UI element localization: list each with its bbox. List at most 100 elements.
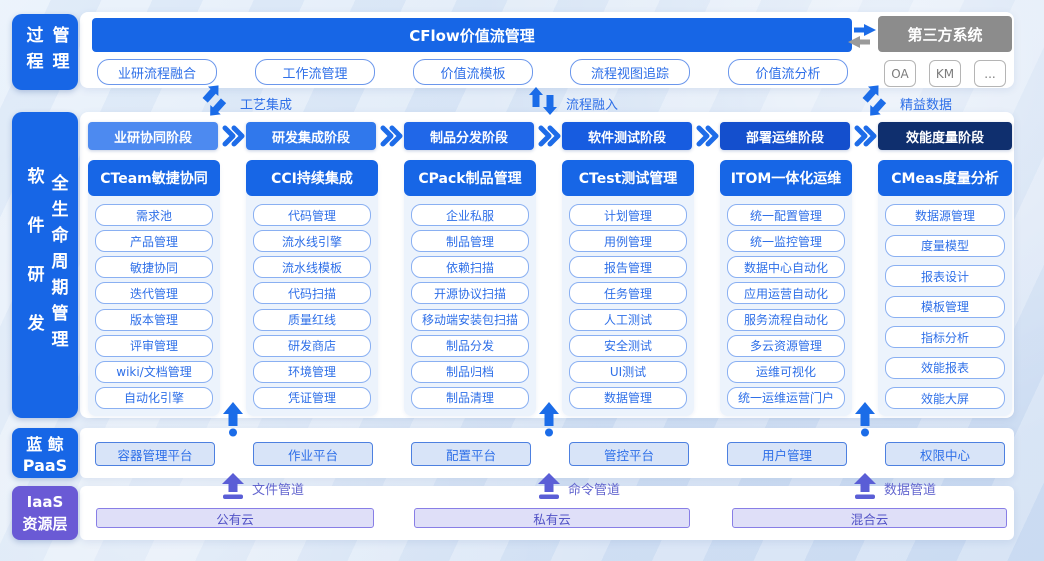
stage-testing: 软件测试阶段 [562,122,692,150]
lean-data-label: 精益数据 [900,98,953,113]
stage-measurement: 效能度量阶段 [878,122,1012,150]
stage-distribution: 制品分发阶段 [404,122,534,150]
column-header: CCI持续集成 [246,160,378,196]
software-lifecycle-label: 软件研发 全生命周期管理 [12,112,78,418]
module-box: 制品清理 [411,386,529,409]
stage-operations: 部署运维阶段 [720,122,850,150]
third-party-km: KM [929,60,961,87]
module-box: 应用运营自动化 [727,282,845,305]
column-cmeas: CMeas度量分析 数据源管理 度量模型 报表设计 模板管理 指标分析 效能报表… [878,160,1012,416]
top-chip-5: 价值流分析 [728,59,848,85]
module-box: 开源协议扫描 [411,282,529,305]
module-box: 数据源管理 [885,204,1005,226]
module-box: 敏捷协同 [95,256,213,279]
process-merge-label: 流程融入 [566,98,619,113]
craft-integration-arrow-icon [190,79,235,124]
paas-chip-config: 配置平台 [411,442,531,466]
lifecycle-label-col2: 全生命周期管理 [47,174,68,356]
pipe-label-file: 文件管道 [252,483,305,498]
column-items: 数据源管理 度量模型 报表设计 模板管理 指标分析 效能报表 效能大屏 [885,204,1005,409]
pipe-label-data: 数据管道 [884,483,937,498]
module-box: 凭证管理 [253,386,371,409]
lifecycle-panel [80,112,1014,418]
module-box: 报告管理 [569,256,687,279]
column-cteam: CTeam敏捷协同 需求池 产品管理 敏捷协同 迭代管理 版本管理 评审管理 w… [88,160,220,416]
process-label-col1: 过程 [22,26,43,78]
module-box: 需求池 [95,204,213,226]
module-box: 效能报表 [885,356,1005,379]
module-box: 制品分发 [411,334,529,357]
column-header: CPack制品管理 [404,160,536,196]
pipe-label-command: 命令管道 [568,483,621,498]
paas-label-line2: PaaS [22,456,68,475]
process-label-col2: 管理 [48,26,69,78]
module-box: 任务管理 [569,282,687,305]
paas-label-line1: 蓝 鲸 [26,435,64,454]
stage-chevron-icon [221,124,245,152]
column-items: 企业私服 制品管理 依赖扫描 开源协议扫描 移动端安装包扫描 制品分发 制品归档… [411,204,529,409]
module-box: 数据管理 [569,386,687,409]
column-header: CTeam敏捷协同 [88,160,220,196]
module-box: 依赖扫描 [411,256,529,279]
up-arrow-icon [539,402,559,442]
iaas-layer-label: IaaS 资源层 [12,486,78,540]
column-itom: ITOM一体化运维 统一配置管理 统一监控管理 数据中心自动化 应用运营自动化 … [720,160,852,416]
module-box: 多云资源管理 [727,334,845,357]
module-box: 人工测试 [569,308,687,331]
stage-chevron-icon [695,124,719,152]
third-party-oa: OA [884,60,916,87]
third-party-header: 第三方系统 [878,16,1012,52]
column-header: CMeas度量分析 [878,160,1012,196]
module-box: UI测试 [569,360,687,383]
column-cci: CCI持续集成 代码管理 流水线引擎 流水线模板 代码扫描 质量红线 研发商店 … [246,160,378,416]
iaas-label-line2: 资源层 [22,514,68,533]
module-box: 度量模型 [885,234,1005,257]
module-box: 研发商店 [253,334,371,357]
top-chip-3: 价值流模板 [413,59,533,85]
module-box: 统一运维运营门户 [727,386,845,409]
module-box: 代码扫描 [253,282,371,305]
up-arrow-icon [223,402,243,442]
cflow-banner: CFlow价值流管理 [92,18,852,52]
paas-chip-container: 容器管理平台 [95,442,215,466]
third-party-more: ... [974,60,1006,87]
iaas-label-line1: IaaS [26,492,64,511]
module-box: 报表设计 [885,265,1005,287]
lifecycle-label-col1: 软件研发 [23,167,44,363]
process-merge-arrow-icon [528,86,558,120]
column-items: 代码管理 流水线引擎 流水线模板 代码扫描 质量红线 研发商店 环境管理 凭证管… [253,204,371,409]
column-items: 需求池 产品管理 敏捷协同 迭代管理 版本管理 评审管理 wiki/文档管理 自… [95,204,213,409]
cloud-private: 私有云 [414,508,690,528]
pipe-arrow-icon [536,473,562,504]
column-items: 统一配置管理 统一监控管理 数据中心自动化 应用运营自动化 服务流程自动化 多云… [727,204,845,409]
module-box: 流水线引擎 [253,230,371,253]
module-box: 迭代管理 [95,282,213,305]
column-items: 计划管理 用例管理 报告管理 任务管理 人工测试 安全测试 UI测试 数据管理 [569,204,687,409]
lean-data-arrow-icon [850,79,895,124]
module-box: 代码管理 [253,204,371,226]
module-box: wiki/文档管理 [95,360,213,383]
stage-chevron-icon [379,124,403,152]
paas-chip-user: 用户管理 [727,442,847,466]
paas-panel [80,428,1014,478]
module-box: 效能大屏 [885,387,1005,409]
module-box: 评审管理 [95,334,213,357]
paas-chip-permission: 权限中心 [885,442,1005,466]
stage-chevron-icon [853,124,877,152]
module-box: 用例管理 [569,230,687,253]
column-ctest: CTest测试管理 计划管理 用例管理 报告管理 任务管理 人工测试 安全测试 … [562,160,694,416]
module-box: 产品管理 [95,230,213,253]
bidirectional-arrow-icon [848,24,876,52]
stage-chevron-icon [537,124,561,152]
module-box: 环境管理 [253,360,371,383]
module-box: 流水线模板 [253,256,371,279]
module-box: 安全测试 [569,334,687,357]
paas-chip-job: 作业平台 [253,442,373,466]
paas-chip-control: 管控平台 [569,442,689,466]
module-box: 制品管理 [411,230,529,253]
top-chip-1: 业研流程融合 [97,59,217,85]
module-box: 运维可视化 [727,360,845,383]
top-chip-2: 工作流管理 [255,59,375,85]
module-box: 企业私服 [411,204,529,226]
